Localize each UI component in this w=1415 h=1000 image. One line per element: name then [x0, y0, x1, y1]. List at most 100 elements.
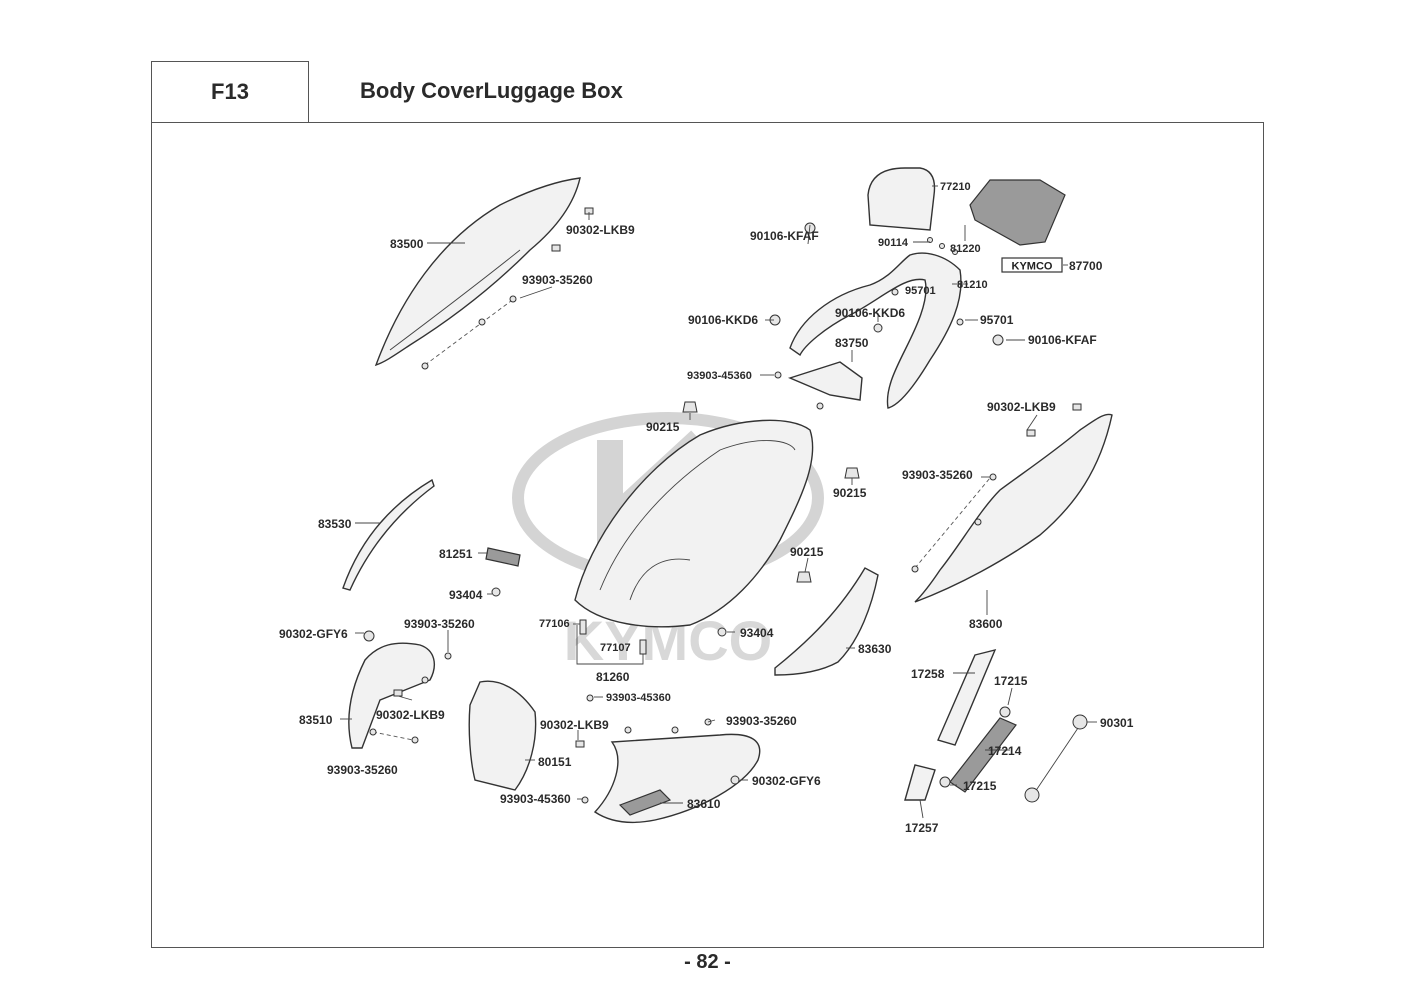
screw-icon: [911, 565, 919, 573]
part-17258-breather-pipe: [937, 648, 997, 746]
label-93903-35260: 93903-35260: [404, 617, 475, 631]
label-90302-lkb9: 90302-LKB9: [376, 708, 445, 722]
dash-83500-screws: [424, 297, 516, 366]
label-93903-45360: 93903-45360: [500, 792, 571, 806]
label-83750: 83750: [835, 336, 869, 350]
screw-icon: [581, 796, 589, 804]
washer-icon: [956, 318, 964, 326]
label-90302-lkb9: 90302-LKB9: [987, 400, 1056, 414]
diagram-frame: [151, 122, 1264, 948]
bolt-icon: [1072, 714, 1088, 730]
screw-icon: [421, 676, 429, 684]
label-17214: 17214: [988, 744, 1022, 758]
label-83600: 83600: [969, 617, 1003, 631]
screw-icon: [411, 736, 419, 744]
hinge-pin-icon: [639, 639, 647, 655]
part-83530-trim-strip: [342, 478, 435, 591]
clip-nut-icon: [575, 740, 585, 748]
label-81251: 81251: [439, 547, 473, 561]
label-95701: 95701: [980, 313, 1014, 327]
screw-icon: [816, 402, 824, 410]
luggage-box-inner-rim: [599, 440, 796, 591]
screw-icon: [478, 318, 486, 326]
page-title: Body CoverLuggage Box: [360, 78, 623, 103]
dash-83600-screws: [914, 477, 991, 569]
clip-nut-icon: [551, 244, 561, 252]
screw-icon: [939, 243, 945, 249]
label-90302-lkb9: 90302-LKB9: [566, 223, 635, 237]
label-90106-kkd6: 90106-KKD6: [835, 306, 905, 320]
bolt-90301-axis: [1034, 727, 1079, 793]
label-90215: 90215: [646, 420, 680, 434]
dash-83510-screws: [372, 731, 414, 741]
bolt-icon: [992, 334, 1004, 346]
kymco-emblem-text: KYMCO: [1012, 261, 1053, 273]
bolt-icon: [491, 587, 501, 597]
label-90106-kfaf: 90106-KFAF: [1028, 333, 1097, 347]
part-17257-breather-elbow: [904, 764, 936, 801]
nut-icon: [1024, 787, 1040, 803]
clip-nut-icon: [393, 689, 403, 697]
screw-icon: [624, 726, 632, 734]
label-90302-lkb9: 90302-LKB9: [540, 718, 609, 732]
part-luggage-box: [574, 419, 814, 628]
part-83510-front-panel: [348, 642, 436, 749]
label-90106-kfaf: 90106-KFAF: [750, 229, 819, 243]
kymco-emblem: [1001, 257, 1063, 273]
label-90215: 90215: [833, 486, 867, 500]
screw-icon: [774, 371, 782, 379]
part-83750-center-cover: [787, 361, 863, 401]
part-83600-side-cover: [914, 413, 1113, 603]
part-81220-rear-carrier: [969, 179, 1066, 246]
hinge-pin-icon: [579, 619, 587, 635]
label-90302-gfy6: 90302-GFY6: [752, 774, 821, 788]
part-83610-vent-grille: [618, 789, 672, 816]
grommet-icon: [682, 401, 698, 413]
screw-icon: [952, 249, 958, 255]
label-83610: 83610: [687, 797, 721, 811]
luggage-box-floor-line: [629, 558, 691, 601]
label-93903-35260: 93903-35260: [902, 468, 973, 482]
screw-icon: [586, 694, 594, 702]
label-77106: 77106: [539, 618, 570, 630]
part-17214-breather-hose: [949, 717, 1017, 793]
screw-icon: [989, 473, 997, 481]
label-90302-gfy6: 90302-GFY6: [279, 627, 348, 641]
label-83500: 83500: [390, 237, 424, 251]
label-93903-45360: 93903-45360: [606, 692, 671, 704]
screw-icon: [421, 362, 429, 370]
bracket-81260-line: [576, 625, 644, 665]
bolt-icon: [730, 775, 740, 785]
washer-icon: [891, 288, 899, 296]
part-81210-grab-rail: [789, 252, 962, 409]
hose-clamp-icon: [939, 776, 951, 788]
label-83630: 83630: [858, 642, 892, 656]
part-83630-inner-panel: [774, 567, 879, 676]
label-90106-kkd6: 90106-KKD6: [688, 313, 758, 327]
label-90301: 90301: [1100, 716, 1134, 730]
label-93903-35260: 93903-35260: [522, 273, 593, 287]
label-90215: 90215: [790, 545, 824, 559]
label-80151: 80151: [538, 755, 572, 769]
section-code: F13: [151, 61, 309, 122]
label-83530: 83530: [318, 517, 352, 531]
label-83510: 83510: [299, 713, 333, 727]
screw-icon: [444, 652, 452, 660]
part-number-labels: 83500 90302-LKB9 93903-35260 77210 90106…: [279, 181, 1134, 835]
screw-icon: [927, 237, 933, 243]
clip-nut-icon: [1072, 403, 1082, 411]
hose-clamp-icon: [999, 706, 1011, 718]
clip-nut-icon: [1026, 429, 1036, 437]
label-17215: 17215: [994, 674, 1028, 688]
part-83500-edge-line: [389, 249, 521, 351]
bolt-icon: [873, 323, 883, 333]
label-93903-35260: 93903-35260: [726, 714, 797, 728]
part-80151-inner-cover: [468, 680, 537, 791]
label-81260: 81260: [596, 670, 630, 684]
label-90114: 90114: [878, 237, 909, 249]
screw-icon: [369, 728, 377, 736]
label-93404: 93404: [449, 588, 483, 602]
label-87700: 87700: [1069, 259, 1103, 273]
page-number: - 82 -: [684, 951, 731, 973]
